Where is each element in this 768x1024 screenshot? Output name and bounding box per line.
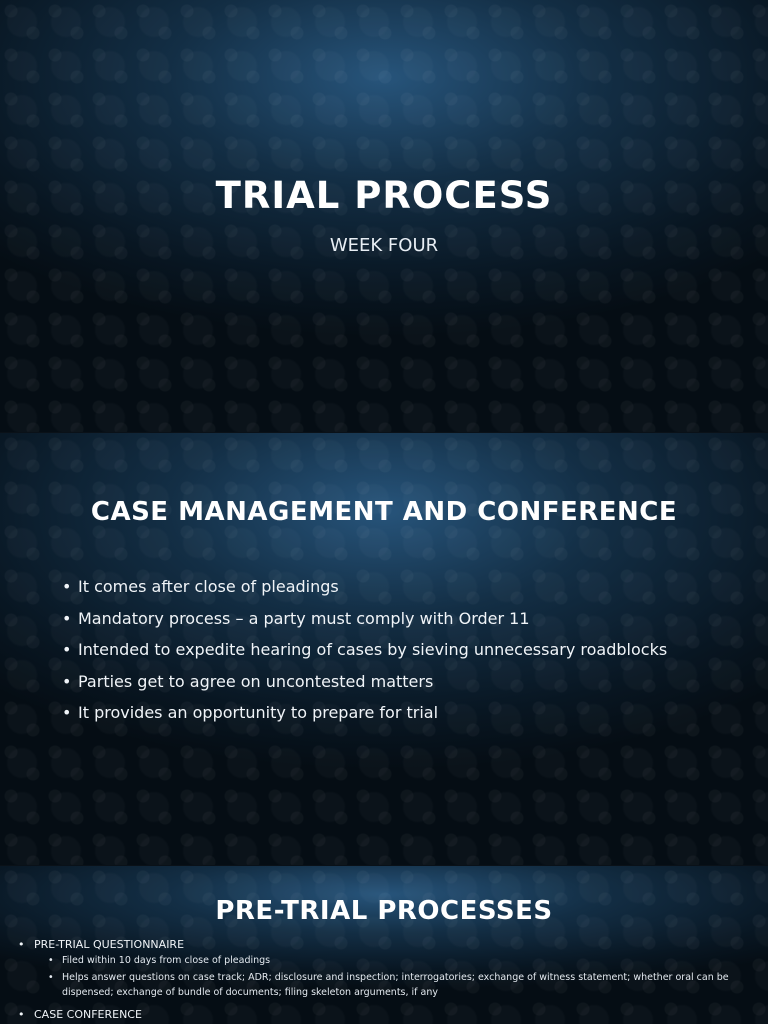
list-item-label: PRE-TRIAL QUESTIONNAIRE — [34, 938, 185, 951]
bullet-text: It comes after close of pleadings — [78, 577, 339, 596]
slide-title: TRIAL PROCESS WEEK FOUR — [0, 0, 768, 432]
slide-pre-trial: PRE-TRIAL PROCESSES • PRE-TRIAL QUESTIONN… — [0, 866, 768, 1024]
sub-list-item: • Filed within 10 days from close of plea… — [18, 953, 748, 968]
bullet-item: • Mandatory process – a party must comply… — [62, 603, 667, 635]
slide-heading: PRE-TRIAL PROCESSES — [215, 896, 553, 926]
slide-subtitle: WEEK FOUR — [329, 235, 439, 256]
bullet-text: Parties get to agree on uncontested matt… — [78, 671, 434, 691]
slide-title-heading: TRIAL PROCESS — [215, 174, 553, 217]
bullet-item: • It provides an opportunity to prepare f… — [62, 697, 667, 729]
bullet-icon: • — [18, 938, 25, 951]
bullet-item: • Parties get to agree on uncontested mat… — [62, 666, 667, 698]
bullet-icon: • — [48, 972, 54, 983]
outline-list: • PRE-TRIAL QUESTIONNAIRE • Filed within 1… — [18, 936, 748, 1023]
list-item: • PRE-TRIAL QUESTIONNAIRE — [18, 936, 748, 953]
bullet-list: • It comes after close of pleadings • Mand… — [62, 571, 667, 729]
list-item-label: CASE CONFERENCE — [34, 1008, 142, 1021]
bullet-icon: • — [48, 955, 54, 966]
bullet-item: • It comes after close of pleadings — [62, 571, 667, 603]
bullet-icon: • — [62, 608, 72, 628]
bullet-text: Intended to expedite hearing of cases by… — [78, 640, 668, 659]
bullet-item: • Intended to expedite hearing of cases b… — [62, 634, 667, 666]
bullet-text: Mandatory process – a party must comply … — [78, 608, 530, 628]
bullet-icon: • — [62, 577, 72, 596]
bullet-icon: • — [62, 640, 72, 659]
list-item: • CASE CONFERENCE — [18, 1006, 748, 1023]
bullet-icon: • — [62, 671, 72, 691]
sub-list-item: • Helps answer questions on case track; A… — [18, 970, 748, 1000]
sub-item-text: Helps answer questions on case track; AD… — [62, 972, 729, 998]
bullet-icon: • — [62, 703, 72, 722]
bullet-icon: • — [18, 1008, 25, 1021]
sub-item-text: Filed within 10 days from close of plead… — [62, 955, 271, 966]
slide-heading: CASE MANAGEMENT AND CONFERENCE — [90, 497, 678, 527]
bullet-text: It provides an opportunity to prepare fo… — [78, 703, 439, 722]
slide-case-management: CASE MANAGEMENT AND CONFERENCE • It comes… — [0, 433, 768, 865]
